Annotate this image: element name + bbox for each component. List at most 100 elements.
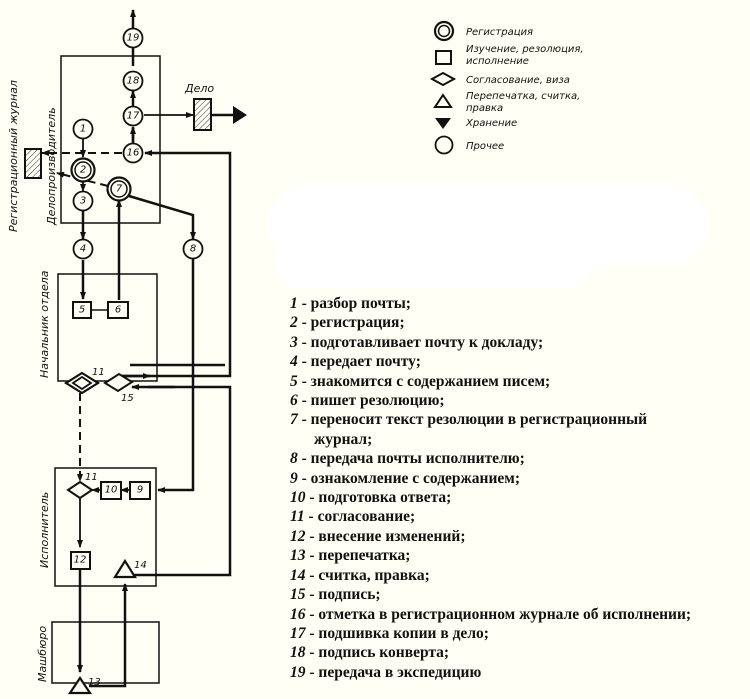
node-12: 12 [70,551,91,570]
node-5: 5 [72,301,92,319]
node-11-head: 11 [63,367,105,395]
node-3: 3 [72,190,94,212]
step-text: перепечатка; [318,547,411,565]
step-text: знакомится с содержанием писем; [310,372,551,390]
node-14: 14 [113,558,147,579]
node-11-executor: 11 [66,472,98,500]
node-7: 7 [106,176,132,202]
svg-text:13: 13 [88,677,101,688]
node-8: 8 [182,238,204,260]
step-number: 5 [290,372,298,390]
journal-label: Регистрационный журнал [7,80,20,232]
step-number: 2 [290,314,298,332]
lane-label-executor: Исполнитель [38,492,51,568]
connections-15 [120,373,175,390]
step-item: 12 - внесение изменений; [290,527,466,545]
legend: Регистрация Изучение, резолюция, исполне… [429,20,584,155]
step-text: подпись; [318,586,381,604]
step-text: подготавливает почту к докладу; [310,333,544,351]
step-number: 8 [290,450,298,468]
step-item: 5 - знакомится с содержанием писем; [290,372,551,390]
svg-text:10: 10 [105,485,118,496]
step-number: 1 [290,295,298,312]
step-text: переносит текст резолюции в регистрацион… [310,411,648,429]
lane-clerk [60,55,161,224]
step-text: передача почты исполнителю; [310,450,525,468]
triangle-icon [433,93,453,108]
svg-text:14: 14 [134,560,147,571]
legend-label: Хранение [465,118,517,129]
svg-text:2: 2 [80,165,86,176]
step-text: передает почту; [310,353,421,371]
step-item: 3 - подготавливает почту к докладу; [290,333,544,351]
node-18: 18 [122,70,144,92]
step-number: 14 [290,566,306,584]
lane-label-clerk: Делопроизводитель [45,107,58,226]
connections [77,9,232,688]
step-item: 2 - регистрация; [290,314,405,332]
svg-text:5: 5 [79,305,85,316]
lane-label-head: Начальник отдела [38,270,51,378]
svg-text:9: 9 [137,485,143,496]
step-text: подготовка ответа; [318,489,452,507]
lane-label-typing: Машбюро [36,626,49,682]
node-4: 4 [72,238,94,260]
step-text: ознакомление с содержанием; [310,469,520,487]
file-box [193,98,212,131]
node-10: 10 [100,481,122,500]
node-19: 19 [122,27,144,49]
step-item: 9 - ознакомление с содержанием; [290,469,520,487]
node-17: 17 [122,105,144,127]
step-number: 17 [290,624,306,642]
steps-list: 1 - разбор почты; 2 - регистрация;3 - под… [290,294,691,682]
legend-label: Изучение, резолюция, [466,44,584,55]
step-item: 17 - подшивка копии в дело; [290,624,489,642]
svg-text:4: 4 [80,244,86,255]
step-text: отметка в регистрационном журнале об исп… [318,605,692,623]
step-item: 13 - перепечатка; [290,547,411,565]
step-item: 10 - подготовка ответа; [290,489,452,507]
step-item: 6 - пишет резолюцию; [290,392,445,410]
svg-text:16: 16 [127,148,140,159]
node-13: 13 [67,676,101,695]
step-number: 19 [290,663,306,681]
step-text: регистрация; [310,314,405,332]
step-number: 10 [290,489,306,507]
node-1: 1 [72,118,94,140]
step-text: разбор почты; [310,295,411,312]
step-text: согласование; [317,508,416,526]
svg-text:11: 11 [92,367,105,378]
legend-label: Перепечатка, считка, [466,91,580,102]
lane-executor [54,467,157,587]
legend-label: Согласование, виза [466,75,570,86]
step-number: 13 [290,547,306,565]
step-number: 6 [290,392,298,410]
storage-arrow-icon [233,106,247,124]
svg-text:8: 8 [190,244,196,255]
step-text: пишет резолюцию; [310,392,445,410]
step-item: 11 - согласование; [290,508,416,526]
svg-text:7: 7 [116,184,123,195]
step-item: 16 - отметка в регистрационном журнале о… [290,605,692,623]
step-number: 3 [290,333,298,351]
circle-icon [434,135,454,155]
legend-label: исполнение [466,56,529,67]
step-number: 12 [290,527,306,545]
filled-triangle-down-icon [435,118,451,129]
step-item: 14 - считка, правка; [290,566,430,584]
step-text-continued: журнал; [314,430,373,448]
step-item: 18 - подпись конверта; [290,644,450,662]
lane-typing [51,621,160,684]
step-number: 16 [290,605,306,623]
step-number: 7 [290,411,298,429]
svg-text:19: 19 [127,33,140,44]
step-text: подшивка копии в дело; [318,624,489,642]
step-number: 15 [290,586,306,604]
journal-box [24,148,42,179]
svg-text:15: 15 [121,393,134,404]
step-item: 1 - разбор почты; [290,295,411,312]
step-number: 18 [290,644,306,662]
step-item: 15 - подпись; [290,586,381,604]
node-9: 9 [129,481,151,500]
